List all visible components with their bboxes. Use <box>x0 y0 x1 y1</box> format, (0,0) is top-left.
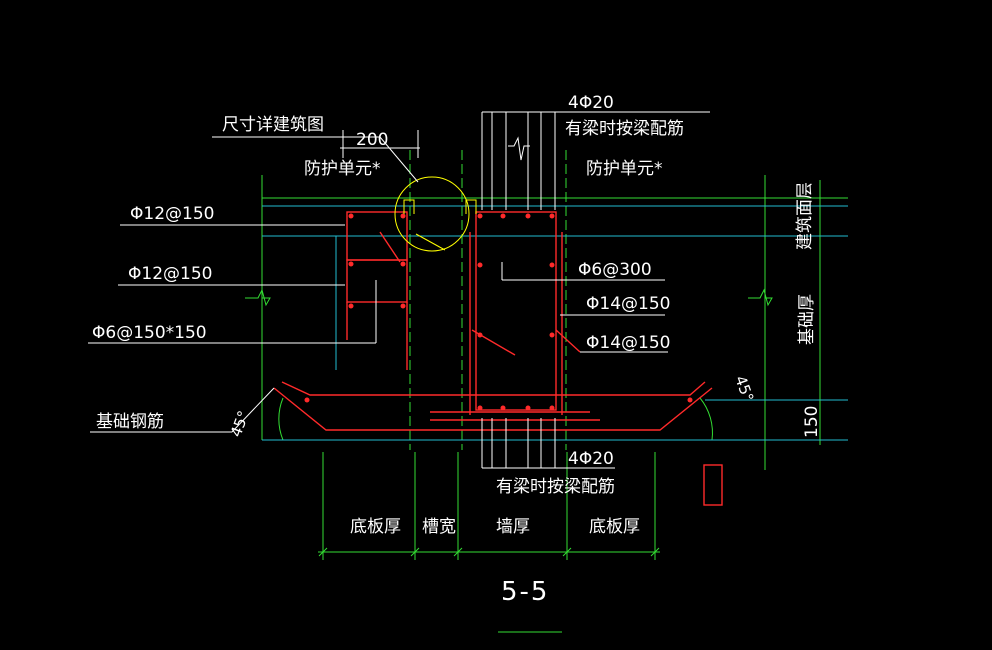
top-beam-note-label: 有梁时按梁配筋 <box>565 119 684 139</box>
dim-slab-left-label: 底板厚 <box>350 517 401 537</box>
size-note-label: 尺寸详建筑图 <box>222 115 324 135</box>
foundation-rebar-label: 基础钢筋 <box>96 412 164 432</box>
rebar <box>273 211 713 431</box>
vertical-bars-2-label: Φ14@150 <box>586 333 670 353</box>
leader-lines <box>88 111 710 469</box>
dim-wall-label: 墙厚 <box>496 517 530 537</box>
dim-slab-right-label: 底板厚 <box>589 517 640 537</box>
dimension-lines <box>245 150 848 633</box>
dim-200-label: 200 <box>356 130 388 150</box>
protect-unit-left-label: 防护单元* <box>304 159 381 179</box>
red-marker-box <box>703 464 723 506</box>
dim-150-label: 150 <box>802 406 822 438</box>
dim-groove-label: 槽宽 <box>422 517 456 537</box>
rebar-phi6-mesh-label: Φ6@150*150 <box>92 323 207 343</box>
section-title: 5-5 <box>501 577 549 607</box>
top-bars-label: 4Φ20 <box>568 93 614 113</box>
bottom-bars-label: 4Φ20 <box>568 449 614 469</box>
concrete-edges <box>262 205 848 441</box>
vertical-bars-1-label: Φ14@150 <box>586 294 670 314</box>
stirrup-label: Φ6@300 <box>578 260 652 280</box>
rebar-phi12-a-label: Φ12@150 <box>130 204 214 224</box>
labels: 尺寸详建筑图 200 防护单元* 防护单元* 4Φ20 有梁时按梁配筋 Φ12@… <box>92 93 822 607</box>
protect-unit-right-label: 防护单元* <box>586 159 663 179</box>
floor-level-label: 建筑面层 <box>795 182 815 250</box>
angle-left-label: 45° <box>227 408 253 439</box>
bottom-beam-note-label: 有梁时按梁配筋 <box>496 477 615 497</box>
highlight-marks <box>394 176 477 252</box>
foundation-thickness-label: 基础厚 <box>797 294 817 345</box>
rebar-dots <box>304 213 693 411</box>
rebar-phi12-b-label: Φ12@150 <box>128 264 212 284</box>
